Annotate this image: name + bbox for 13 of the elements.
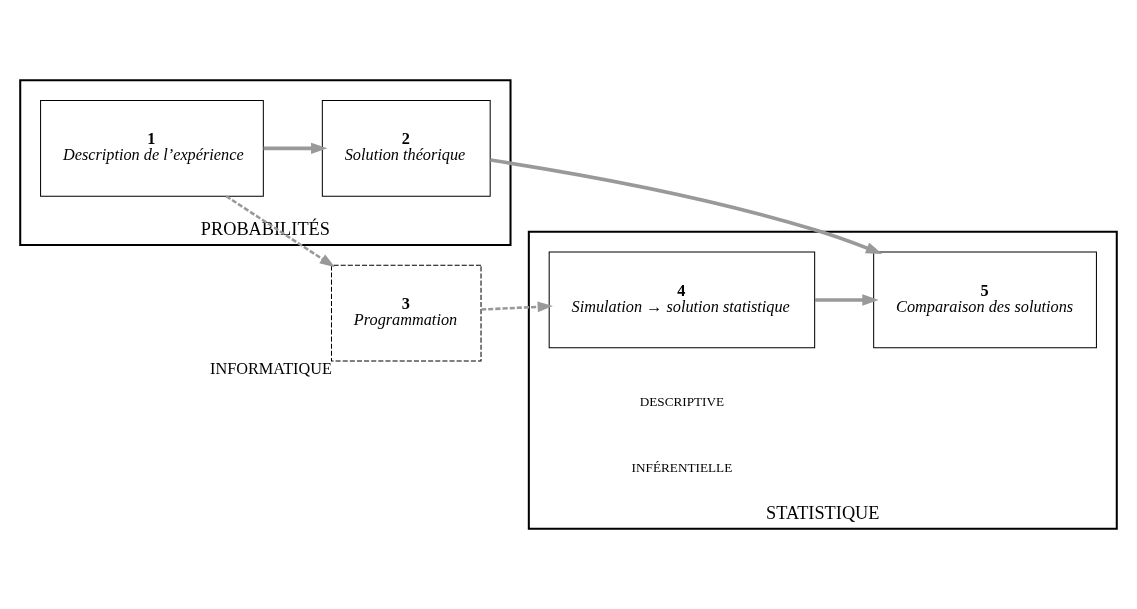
node-box: 1 Description de l’expérience — [40, 100, 264, 197]
arrow — [490, 158, 883, 254]
arrow — [225, 195, 335, 268]
label: DESCRIPTIVE — [639, 394, 725, 410]
arrow — [815, 294, 879, 306]
node-box: 3 Programmation — [331, 264, 482, 362]
node-box: 5 Comparaison des solutions — [873, 251, 1097, 349]
node-box: 2 Solution théorique — [321, 100, 491, 197]
arrow — [263, 142, 328, 155]
label: INFÉRENTIELLE — [631, 460, 733, 476]
node-label: INFORMATIQUE — [209, 359, 332, 378]
node-box: 4 Simulation → solution statistique — [548, 251, 816, 349]
arrow — [481, 301, 553, 313]
